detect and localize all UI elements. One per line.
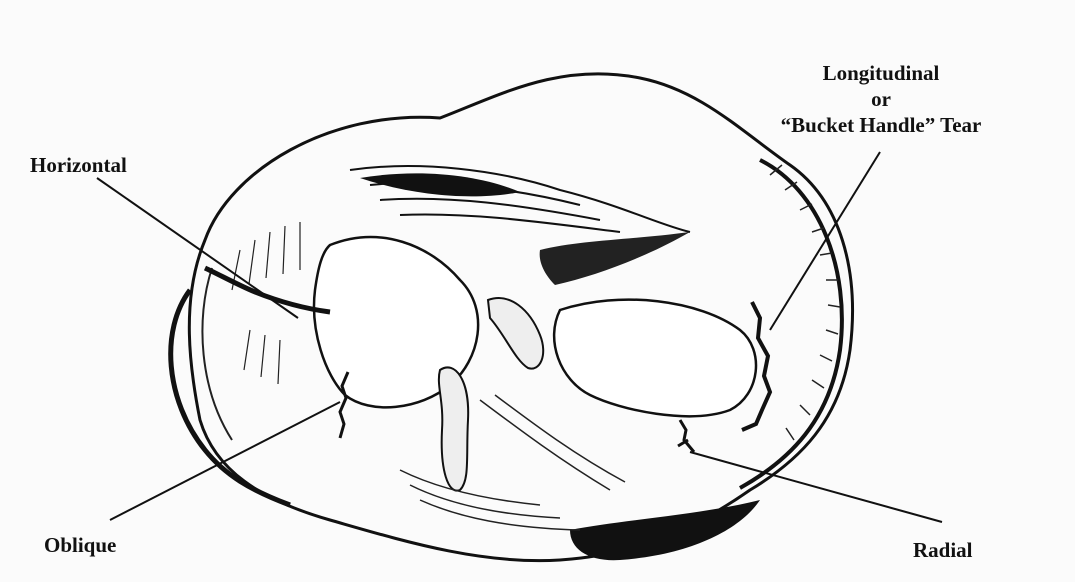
longitudinal-label-line3: “Bucket Handle” Tear	[756, 112, 1006, 138]
horizontal-tear	[205, 268, 330, 312]
dark-fold	[360, 173, 520, 196]
leader-oblique	[110, 402, 340, 520]
upper-horn	[488, 298, 543, 369]
central-horn	[439, 367, 468, 490]
mid-fold	[540, 232, 690, 285]
leader-horizontal	[97, 178, 298, 318]
radial-label: Radial	[913, 537, 973, 563]
horizontal-label: Horizontal	[30, 152, 127, 178]
longitudinal-label-line1: Longitudinal	[756, 60, 1006, 86]
lower-shading	[400, 395, 625, 530]
inner-opening-right	[554, 300, 756, 417]
radial-tear	[678, 420, 694, 452]
longitudinal-label-line2: or	[756, 86, 1006, 112]
left-rim-inner	[202, 268, 232, 440]
oblique-label: Oblique	[44, 532, 116, 558]
longitudinal-label: Longitudinal or “Bucket Handle” Tear	[756, 60, 1006, 138]
right-rim-hatch	[770, 165, 840, 440]
right-rim	[740, 160, 842, 488]
lower-dark-mass	[570, 500, 760, 560]
